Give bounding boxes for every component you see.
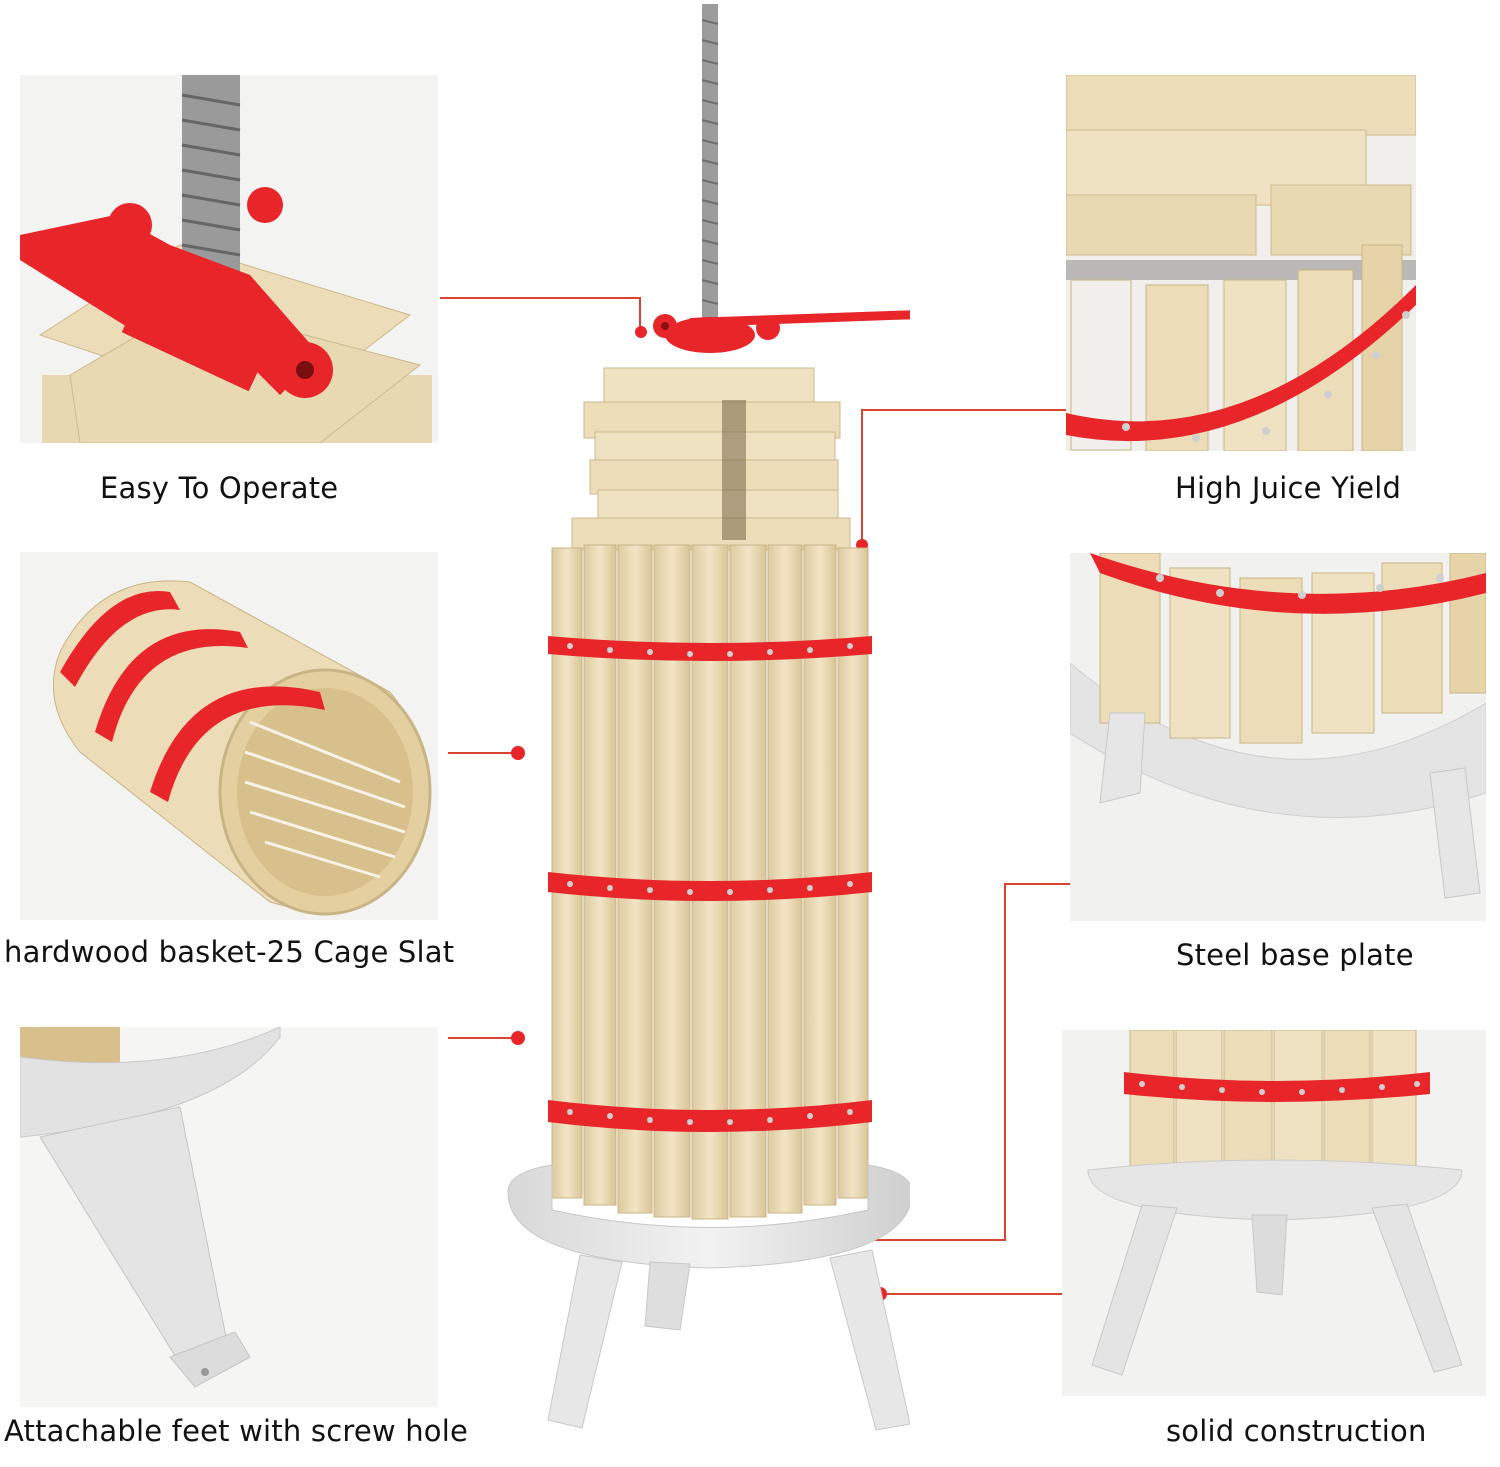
caption-high-juice-yield: High Juice Yield xyxy=(1175,471,1402,505)
solid-construction-image xyxy=(1062,1030,1486,1396)
caption-attachable-feet: Attachable feet with screw hole xyxy=(4,1414,469,1448)
panel-attachable-feet xyxy=(20,1027,438,1407)
attachable-feet-image xyxy=(20,1027,438,1407)
caption-hardwood-basket: hardwood basket-25 Cage Slat xyxy=(4,935,455,969)
panel-high-juice-yield xyxy=(1066,75,1416,451)
basket-top-detail-image xyxy=(1066,75,1416,451)
panel-easy-to-operate xyxy=(20,75,438,443)
caption-steel-base-plate: Steel base plate xyxy=(1176,938,1414,972)
callout-dot-operate xyxy=(635,326,647,338)
callout-line-operate xyxy=(440,297,641,330)
steel-base-plate-image xyxy=(1070,553,1486,921)
caption-easy-to-operate: Easy To Operate xyxy=(100,471,339,505)
panel-hardwood-basket xyxy=(20,552,438,920)
panel-solid-construction xyxy=(1062,1030,1486,1396)
callout-line-base xyxy=(780,883,1070,1241)
panel-steel-base-plate xyxy=(1070,553,1486,921)
hardwood-basket-image xyxy=(20,552,438,920)
callout-dot-feet xyxy=(511,1031,525,1045)
wine-screw-detail-image xyxy=(20,75,438,443)
callout-line-juice xyxy=(861,409,1066,545)
caption-solid-construction: solid construction xyxy=(1166,1414,1427,1448)
fruit-press-image xyxy=(507,4,910,1431)
callout-dot-basket xyxy=(511,746,525,760)
